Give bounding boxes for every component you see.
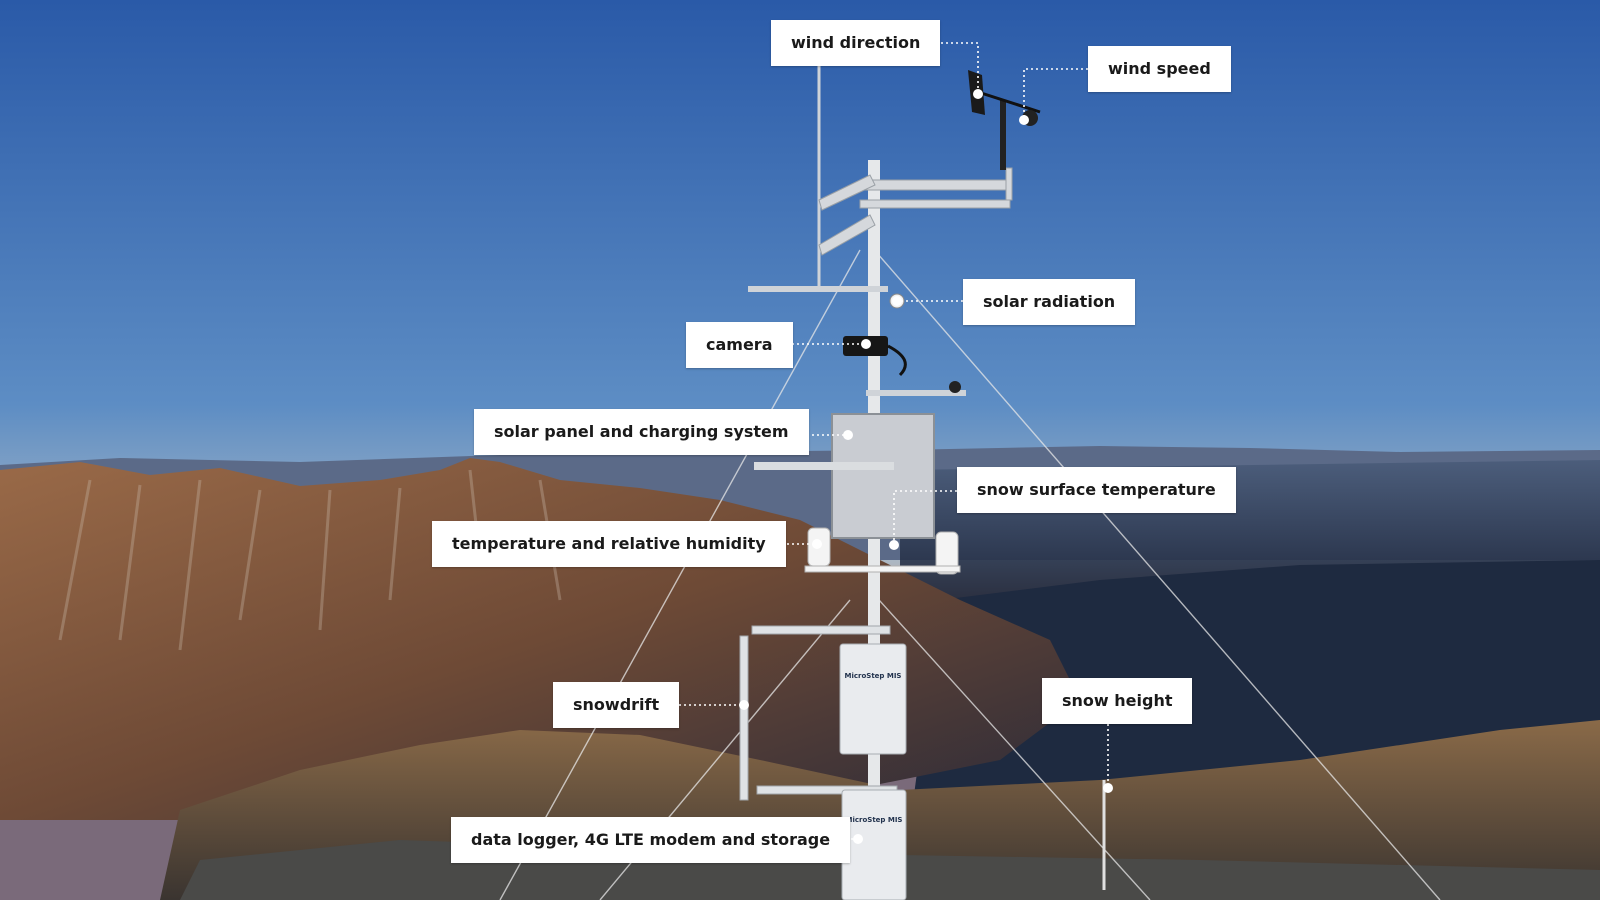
temperature-humidity-dot <box>812 539 822 549</box>
wind-speed-dot <box>1019 115 1029 125</box>
solar-panel-label: solar panel and charging system <box>474 409 809 455</box>
camera-label: camera <box>686 322 793 368</box>
solar-radiation-label: solar radiation <box>963 279 1136 325</box>
lower-enclosure-brand: MicroStep MIS <box>846 816 903 824</box>
snow-surface-temperature-dot <box>889 540 899 550</box>
snowdrift-frame <box>739 625 898 801</box>
surface-temp-sensor <box>949 381 961 393</box>
snow-surface-temperature-label: snow surface temperature <box>957 467 1236 513</box>
solar-panel-dot <box>843 430 853 440</box>
radiation-arm <box>748 286 888 292</box>
solar-panel <box>831 413 935 539</box>
snow-height-dot <box>1103 783 1113 793</box>
top-arms <box>818 167 1013 256</box>
wind-direction-label: wind direction <box>771 20 941 66</box>
wind-speed-label: wind speed <box>1088 46 1231 92</box>
camera-dot <box>861 339 871 349</box>
data-logger-dot <box>853 834 863 844</box>
lower-enclosure <box>841 789 907 900</box>
upper-enclosure-brand: MicroStep MIS <box>845 672 902 680</box>
temperature-humidity-label: temperature and relative humidity <box>432 521 786 567</box>
upper-enclosure <box>839 643 907 755</box>
solar-arm <box>754 462 894 470</box>
camera-cable <box>887 344 907 377</box>
solar-radiation-dot <box>892 296 902 306</box>
snowdrift-label: snowdrift <box>553 682 680 728</box>
snow-height-label: snow height <box>1042 678 1193 724</box>
data-logger-label: data logger, 4G LTE modem and storage <box>451 817 851 863</box>
snowdrift-dot <box>739 700 749 710</box>
surface-temp-arm <box>866 390 966 396</box>
wind-direction-dot <box>973 89 983 99</box>
